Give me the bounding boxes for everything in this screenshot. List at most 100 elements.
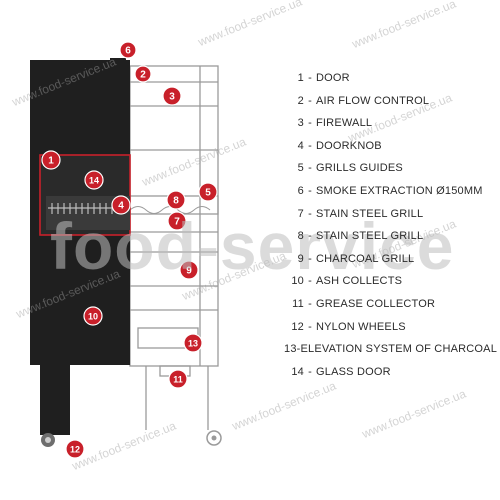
callout-badge-6: 6 [119, 41, 137, 59]
callout-badge-9: 9 [179, 260, 199, 280]
legend-label: NYLON WHEELS [316, 320, 406, 333]
callout-badge-3: 3 [162, 86, 182, 106]
callout-badge-12: 12 [65, 439, 85, 459]
callout-badge-number: 7 [174, 217, 180, 228]
callout-badge-number: 6 [125, 46, 131, 57]
legend-number: 13 [284, 343, 297, 356]
legend-separator: - [308, 275, 312, 288]
callout-badge-circle [179, 260, 199, 280]
legend-separator: - [308, 94, 312, 107]
legend-separator: - [308, 252, 312, 265]
legend-item: 7-STAIN STEEL GRILL [284, 206, 496, 229]
callout-badge-circle [162, 86, 182, 106]
legend-label: CHARCOAL GRILL [316, 252, 415, 265]
callout-badge-number: 2 [140, 70, 146, 81]
legend-item: 8-STAIN STEEL GRILL [284, 228, 496, 251]
legend-label: AIR FLOW CONTROL [316, 94, 430, 107]
callout-badge-number: 14 [89, 176, 99, 186]
legend-number: 11 [292, 297, 304, 310]
legend-label: ASH COLLECTS [316, 275, 403, 288]
legend-label: GREASE COLLECTOR [316, 297, 436, 310]
legend-item: 5-GRILLS GUIDES [284, 160, 496, 183]
callout-badge-number: 11 [173, 375, 183, 385]
callout-badge-circle [134, 65, 152, 83]
legend-separator: - [296, 343, 301, 356]
legend-number: 12 [291, 320, 304, 333]
legend-separator: - [308, 365, 312, 378]
legend-number: 9 [297, 252, 304, 265]
legend-item: 6-SMOKE EXTRACTION Ø150MM [284, 183, 496, 206]
callout-badge-number: 9 [186, 266, 192, 277]
callout-badge-14: 14 [84, 170, 104, 190]
callout-badge-circle [166, 190, 186, 210]
callout-badge-4: 4 [111, 195, 131, 215]
legend-number: 5 [297, 162, 304, 175]
legend-separator: - [308, 320, 312, 333]
callout-badge-circle [41, 150, 61, 170]
legend-number: 1 [297, 72, 304, 84]
callout-badge-2: 2 [134, 65, 152, 83]
legend-label: DOORKNOB [316, 139, 382, 152]
callout-badge-number: 5 [205, 188, 211, 199]
callout-badge-number: 10 [88, 312, 98, 322]
legend-item: 2-AIR FLOW CONTROL [284, 93, 496, 116]
callout-badge-number: 3 [169, 92, 175, 103]
legend-separator: - [308, 230, 312, 243]
legend-label: FIREWALL [316, 117, 373, 130]
legend-label: DOOR [316, 72, 350, 84]
callout-badge-circle [168, 369, 188, 389]
callout-badge-number: 1 [48, 156, 54, 167]
legend-item: 13-ELEVATION SYSTEM OF CHARCOAL [284, 341, 498, 364]
callout-badge-1: 1 [41, 150, 61, 170]
legend-number: 10 [291, 275, 304, 288]
legend-separator: - [308, 139, 312, 152]
callout-badge-11: 11 [168, 369, 188, 389]
legend-number: 4 [297, 139, 304, 152]
legend-number: 6 [297, 184, 304, 197]
callout-badge-7: 7 [167, 211, 187, 231]
legend-number: 7 [297, 207, 304, 220]
legend-separator: - [308, 297, 312, 310]
legend-label: GRILLS GUIDES [316, 162, 403, 175]
legend-item: 11-GREASE COLLECTOR [284, 296, 496, 319]
legend-item: 10-ASH COLLECTS [284, 273, 496, 296]
wheels [41, 430, 222, 447]
legend-item: 3-FIREWALL [284, 115, 496, 138]
callout-badge-circle [111, 195, 131, 215]
legend-item: 1-DOOR [284, 70, 496, 93]
callout-badge-number: 8 [173, 196, 179, 207]
callout-badge-circle [83, 306, 103, 326]
legend-number: 8 [297, 230, 304, 243]
legend-item: 12-NYLON WHEELS [284, 319, 496, 342]
callout-badge-circle [65, 439, 85, 459]
callout-badge-8: 8 [166, 190, 186, 210]
callout-badge-circle [198, 182, 218, 202]
callout-badge-number: 4 [118, 201, 124, 212]
callout-badge-number: 13 [188, 339, 198, 349]
callout-badge-5: 5 [198, 182, 218, 202]
legend-label: ELEVATION SYSTEM OF CHARCOAL [300, 343, 498, 356]
legend-number: 2 [297, 94, 304, 107]
legend-item: 4-DOORKNOB [284, 138, 496, 161]
oven-body [30, 58, 130, 435]
legend-separator: - [308, 72, 312, 84]
legend-number: 3 [297, 117, 304, 130]
callout-badge-circle [84, 170, 104, 190]
legend-number: 14 [291, 365, 304, 378]
callout-badge-13: 13 [183, 333, 203, 353]
legend-label: STAIN STEEL GRILL [316, 207, 424, 220]
legend-separator: - [308, 162, 312, 175]
callout-badge-number: 12 [70, 445, 80, 455]
callout-badge-circle [119, 41, 137, 59]
callout-badge-circle [183, 333, 203, 353]
legend-label: GLASS DOOR [316, 365, 391, 378]
legend-separator: - [308, 117, 312, 130]
legend-label: SMOKE EXTRACTION Ø150MM [316, 184, 483, 197]
legend-item: 9-CHARCOAL GRILL [284, 251, 496, 274]
callout-badge-10: 10 [83, 306, 103, 326]
parts-legend: 1-DOOR 2-AIR FLOW CONTROL 3-FIREWALL 4-D… [284, 70, 498, 386]
callout-badge-circle [167, 211, 187, 231]
grill-rack [129, 206, 211, 214]
